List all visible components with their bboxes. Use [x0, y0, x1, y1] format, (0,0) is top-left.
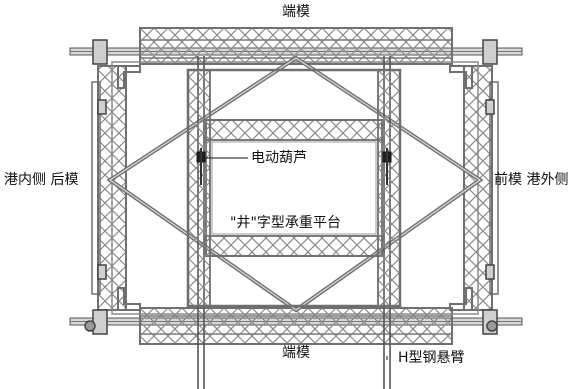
corner-posts — [84, 39, 498, 335]
platform-label: "井"字型承重平台 — [230, 215, 341, 231]
electric-hoists — [196, 148, 392, 185]
left-side-label: 港内侧 后模 — [4, 172, 79, 188]
hoist-label: 电动葫芦 — [251, 150, 307, 166]
diamond-braces — [106, 55, 484, 313]
bottom-end-form-label: 端模 — [282, 345, 310, 361]
top-end-form-label: 端模 — [282, 4, 310, 20]
leader-lines — [205, 157, 388, 360]
corner-frames — [111, 61, 479, 315]
platform-frame — [186, 68, 402, 308]
right-side-label: 前模 港外侧 — [494, 172, 569, 188]
h-beam-label: H型钢悬臂 — [398, 350, 465, 366]
